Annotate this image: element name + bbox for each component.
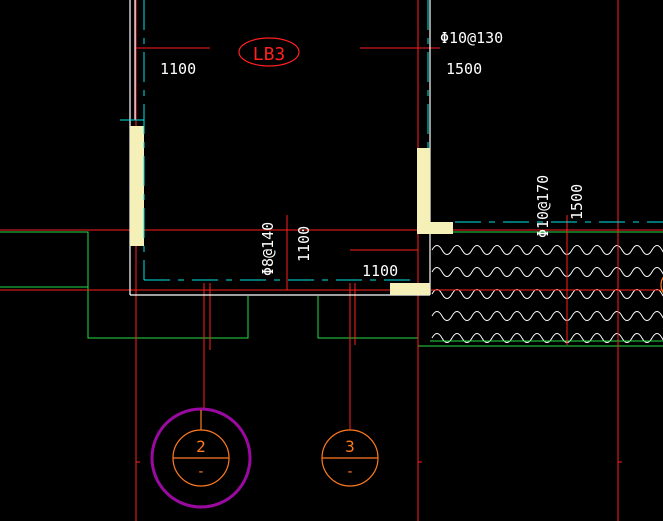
hatch-wave <box>431 311 663 321</box>
grid-axis-bubble-partial[interactable] <box>660 271 663 299</box>
hatch-wave <box>431 267 663 277</box>
rebar-right-label: Φ10@170 <box>534 175 552 238</box>
grid-axis-sub: - <box>197 464 205 480</box>
dim-mid-vertical: 1100 <box>295 226 313 262</box>
dim-top-left: 1100 <box>160 60 196 78</box>
rebar-mid-label: Φ8@140 <box>259 222 277 276</box>
cyan-dashed-lines <box>120 0 663 281</box>
hatch-wave <box>431 289 663 299</box>
dim-mid-horizontal: 1100 <box>362 262 398 280</box>
grid-axis-bubble-3[interactable]: 3 - <box>321 429 379 487</box>
rebar-top-label: Φ10@130 <box>440 29 503 47</box>
slab-tag-ellipse[interactable] <box>238 37 300 67</box>
grid-axis-number: 3 <box>345 437 355 456</box>
grid-axis-number: 2 <box>196 437 206 456</box>
slab-tag-label: LB3 <box>253 44 286 65</box>
dim-right-vertical: 1500 <box>568 184 586 220</box>
grid-axis-bubble-2[interactable]: 2 - <box>150 407 252 509</box>
hatch-wave <box>431 333 663 343</box>
hatched-slab-region[interactable] <box>430 233 663 345</box>
grid-axis-sub: - <box>346 464 354 480</box>
wall-fill <box>130 126 453 295</box>
dim-top-right: 1500 <box>446 60 482 78</box>
hatch-wave <box>431 245 663 255</box>
